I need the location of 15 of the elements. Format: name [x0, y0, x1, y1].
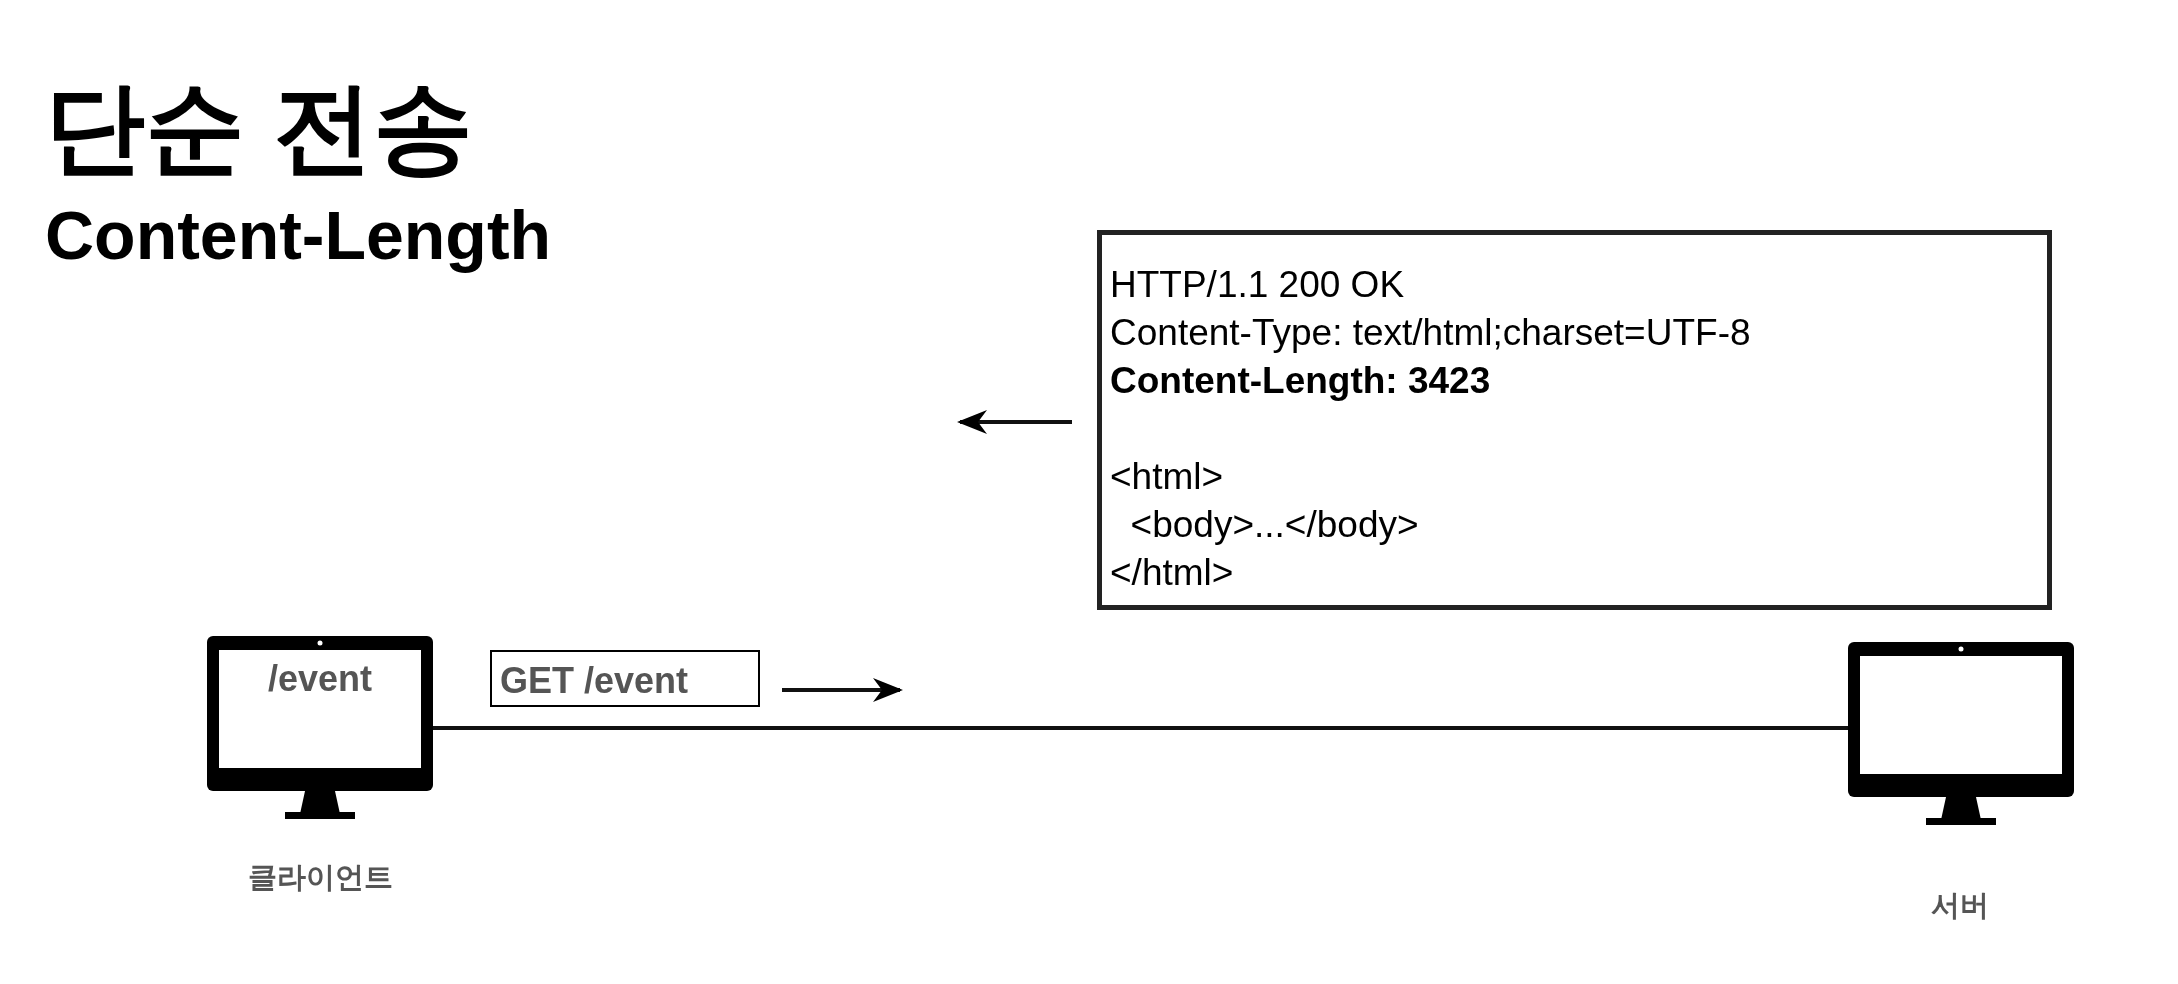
- title: 단순 전송: [45, 70, 473, 185]
- subtitle: Content-Length: [45, 196, 552, 274]
- response-line: <html>: [1110, 455, 1225, 499]
- response-line: <body>...</body>: [1129, 503, 1420, 547]
- response-line: HTTP/1.1 200 OK: [1110, 263, 1406, 307]
- response-line: Content-Length: 3423: [1110, 359, 1492, 403]
- device-label: 클라이언트: [247, 860, 393, 895]
- device-label: 서버: [1931, 888, 1989, 923]
- connection-line: [433, 726, 1848, 730]
- screen-text: /event: [266, 658, 373, 700]
- response-line: </html>: [1110, 551, 1235, 595]
- response-box: [1097, 230, 2052, 610]
- request-box: [490, 650, 760, 707]
- response-line: Content-Type: text/html;charset=UTF-8: [1110, 311, 1752, 355]
- request-text: GET /event: [500, 660, 689, 702]
